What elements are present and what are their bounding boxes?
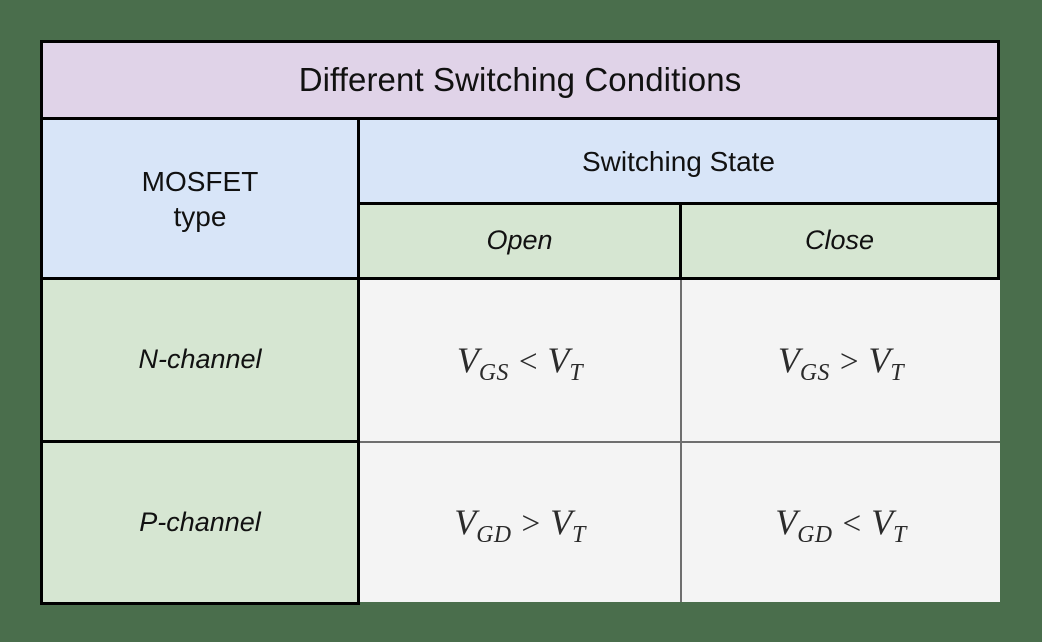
header-column-open: Open: [360, 205, 682, 280]
header-mosfet-type: MOSFET type: [40, 120, 360, 280]
header-column-close: Close: [682, 205, 1000, 280]
header-switching-state: Switching State: [360, 120, 1000, 205]
header-mosfet-type-line1: MOSFET: [141, 165, 259, 197]
switching-conditions-table: Different Switching Conditions MOSFET ty…: [40, 40, 1000, 605]
row-label-n-channel: N-channel: [40, 280, 360, 443]
row-label-p-channel: P-channel: [40, 443, 360, 605]
header-mosfet-type-line2: type: [173, 200, 227, 232]
table-title: Different Switching Conditions: [40, 40, 1000, 120]
